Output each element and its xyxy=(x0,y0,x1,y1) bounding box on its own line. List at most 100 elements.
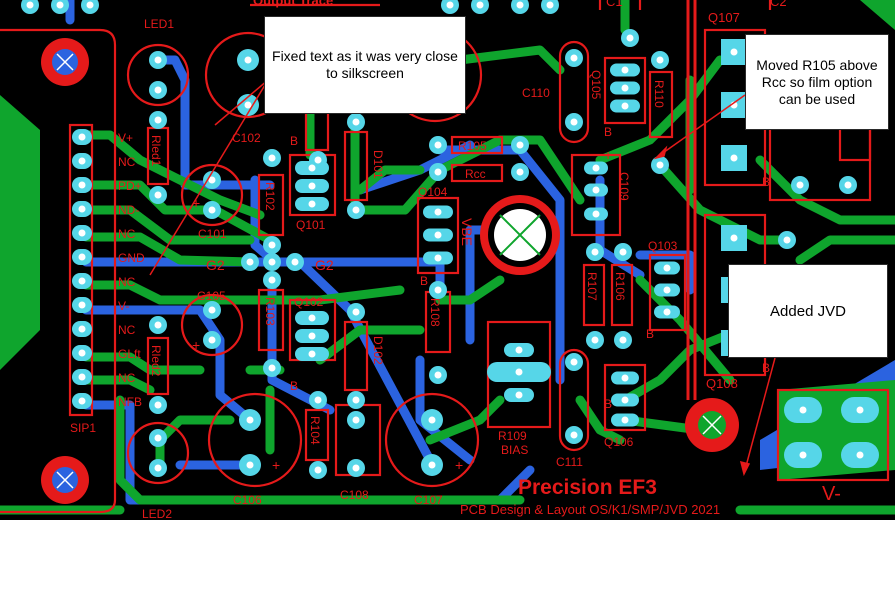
pad-hole xyxy=(626,34,634,42)
pad-hole xyxy=(352,396,360,404)
pad-hole xyxy=(352,308,360,316)
top-copper-pour-left xyxy=(0,95,40,370)
pad-hole xyxy=(434,286,442,294)
callout-added-jvd: Added JVD xyxy=(728,264,888,358)
label-r106: R106 xyxy=(613,272,627,301)
pad-hole xyxy=(154,321,162,329)
pad-hole xyxy=(208,336,216,344)
pad-hole xyxy=(730,48,738,56)
label-r105: R105 xyxy=(458,139,487,153)
label-c1-partial: C1 xyxy=(606,0,623,9)
label-c107: C107 xyxy=(414,493,443,507)
label-c102: C102 xyxy=(232,131,261,145)
label-g2-left: G2 xyxy=(206,257,225,273)
pad-hole xyxy=(314,466,322,474)
pad-hole xyxy=(308,332,316,340)
pad-hole xyxy=(154,86,162,94)
pad-hole xyxy=(730,234,738,242)
pad-hole xyxy=(570,358,578,366)
pad-hole xyxy=(476,1,484,9)
pad-hole xyxy=(352,416,360,424)
label-vminus: V- xyxy=(822,483,841,505)
mounting-holes xyxy=(41,38,739,504)
label-rled1: Rled1 xyxy=(149,135,163,167)
pad-hole xyxy=(434,231,442,239)
pad-hole xyxy=(434,141,442,149)
pad-hole xyxy=(56,1,64,9)
label-d101: D101 xyxy=(371,150,385,179)
pad-hole xyxy=(621,374,629,382)
label-b-q103: B xyxy=(646,327,654,341)
label-led2: LED2 xyxy=(142,507,172,520)
sip-pin-label: PD+ xyxy=(118,179,142,193)
pad-hole xyxy=(515,368,523,376)
label-c108: C108 xyxy=(340,488,369,502)
sip-pin-label: V+ xyxy=(118,131,133,145)
pad-hole xyxy=(308,200,316,208)
label-b-q105: B xyxy=(604,125,612,139)
sip-pin-label: NC xyxy=(118,371,136,385)
sip-pin-label: NC xyxy=(118,275,136,289)
pad-hole xyxy=(78,205,86,213)
pad-hole xyxy=(268,364,276,372)
top-copper-traces xyxy=(0,0,895,515)
label-c101: C101 xyxy=(198,227,227,241)
pad-hole xyxy=(621,84,629,92)
pad-hole xyxy=(78,373,86,381)
pad-hole xyxy=(291,258,299,266)
label-c109: C109 xyxy=(617,172,631,201)
pad-hole xyxy=(208,206,216,214)
pad-hole xyxy=(352,118,360,126)
sip-pin-labels: V+ NC PD+ ND- NC GND NC V- NC GLft NC NF… xyxy=(118,131,145,409)
pad-hole xyxy=(428,416,436,424)
label-r107: R107 xyxy=(585,272,599,301)
pad-hole xyxy=(208,306,216,314)
pad-hole xyxy=(856,451,864,459)
pad-hole xyxy=(352,206,360,214)
pad-hole xyxy=(78,301,86,309)
pad-hole xyxy=(268,154,276,162)
label-q108: Q108 xyxy=(706,376,738,391)
label-led1: LED1 xyxy=(144,17,174,31)
label-q105: Q105 xyxy=(589,70,603,100)
label-q101: Q101 xyxy=(296,218,326,232)
pad-hole xyxy=(621,416,629,424)
pad-hole xyxy=(308,350,316,358)
board-title: Precision EF3 xyxy=(518,476,657,499)
label-c106: C106 xyxy=(233,493,262,507)
callout-moved-r105: Moved R105 above Rcc so film option can … xyxy=(745,34,889,130)
pad-hole xyxy=(592,186,600,194)
pad-hole xyxy=(434,208,442,216)
callout-arrows xyxy=(149,79,776,477)
board-credit: PCB Design & Layout OS/K1/SMP/JVD 2021 xyxy=(460,502,720,517)
pad-hole xyxy=(799,406,807,414)
sip-pin-label: NFB xyxy=(118,395,142,409)
pad-hole xyxy=(268,241,276,249)
label-g2-right: G2 xyxy=(315,257,334,273)
sip-pin-label: V- xyxy=(118,299,129,313)
pad-hole xyxy=(428,461,436,469)
silkscreen-labels: Output Trace C1 C2 Q107 LED1 LED2 SIP1 C… xyxy=(70,0,841,520)
pad-hole xyxy=(844,181,852,189)
pad-hole xyxy=(308,314,316,322)
label-b-q101: B xyxy=(290,134,298,148)
pad-hole xyxy=(434,371,442,379)
label-b-q104: B xyxy=(420,274,428,288)
label-q106: Q106 xyxy=(604,435,634,449)
pad-hole xyxy=(621,396,629,404)
pad-hole xyxy=(154,56,162,64)
pad-hole xyxy=(268,276,276,284)
pad-hole xyxy=(78,157,86,165)
pad-hole xyxy=(246,258,254,266)
pad-hole xyxy=(591,336,599,344)
pad-hole xyxy=(516,1,524,9)
pad-hole xyxy=(314,156,322,164)
pad-hole xyxy=(244,101,252,109)
pad-hole xyxy=(621,102,629,110)
label-plus-c105: + xyxy=(192,337,200,353)
label-vbe: VBE xyxy=(459,218,475,246)
label-c110: C110 xyxy=(522,86,550,100)
pad-hole xyxy=(799,451,807,459)
pad-hole xyxy=(78,181,86,189)
pad-hole xyxy=(154,191,162,199)
